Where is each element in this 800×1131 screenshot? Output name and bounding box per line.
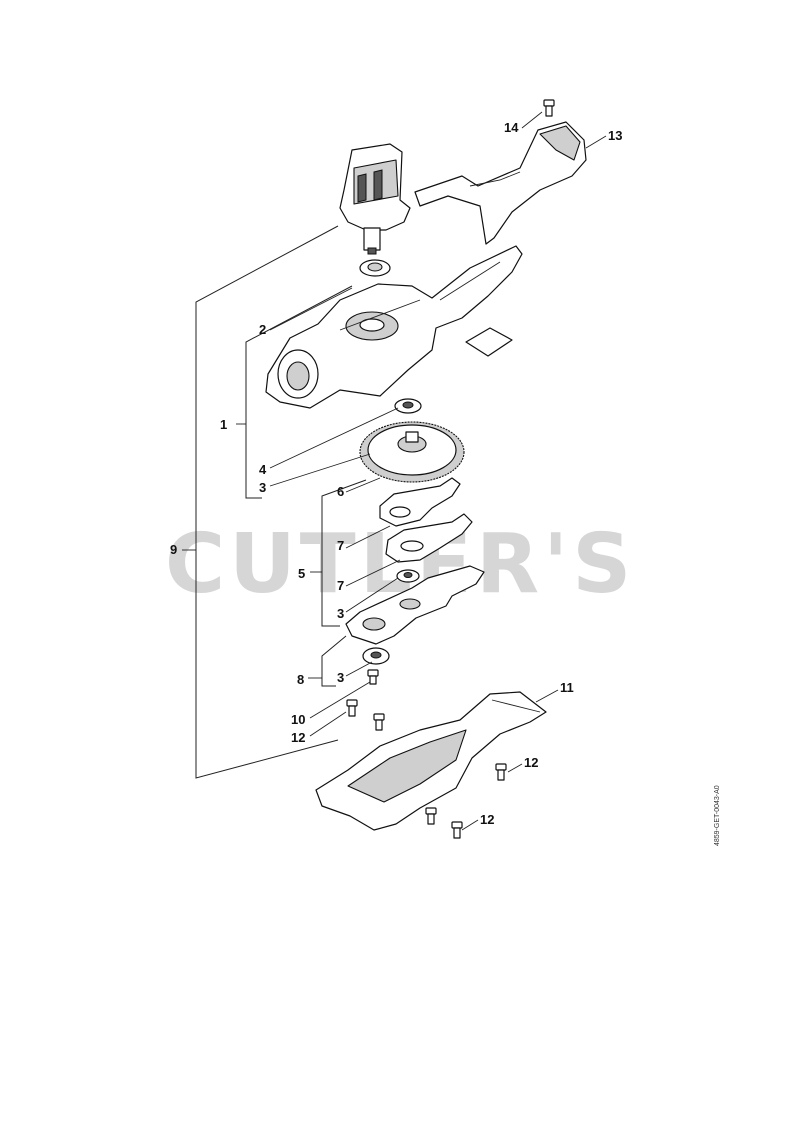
- motor-washer: [359, 259, 391, 277]
- callout-2: 2: [259, 322, 266, 337]
- callout-9: 9: [170, 542, 177, 557]
- bracket-1: [245, 285, 353, 499]
- callout-14: 14: [504, 120, 519, 135]
- callout-11: 11: [560, 680, 574, 695]
- callout-1: 1: [220, 417, 227, 432]
- part-11-bottom-cover: [315, 691, 547, 831]
- callout-5: 5: [298, 566, 305, 581]
- part-12-screw-e: [451, 821, 463, 839]
- callout-3a: 3: [259, 480, 266, 495]
- gasket-plate: [465, 327, 513, 357]
- part-3-bearing-middle: [396, 569, 420, 583]
- part-6-connecting-rod: [379, 477, 461, 527]
- callout-7a: 7: [337, 538, 344, 553]
- callout-13: 13: [608, 128, 622, 143]
- callout-7b: 7: [337, 578, 344, 593]
- motor-assembly: [339, 143, 411, 255]
- callout-4: 4: [259, 462, 267, 477]
- leader-lines: [182, 111, 607, 831]
- part-7-link-rod: [385, 513, 473, 563]
- part-4-bearing: [394, 398, 422, 414]
- callout-12c: 12: [480, 812, 494, 827]
- callout-3c: 3: [337, 670, 344, 685]
- part-12-screw-a: [346, 699, 358, 717]
- callout-3b: 3: [337, 606, 344, 621]
- callout-12a: 12: [291, 730, 305, 745]
- part-14-screw: [543, 99, 555, 117]
- part-8-mounting-plate: [345, 565, 485, 645]
- callout-12b: 12: [524, 755, 538, 770]
- part-12-screw-c: [495, 763, 507, 781]
- callout-8: 8: [297, 672, 304, 687]
- drawing-reference: 4859-GET-0043-A0: [714, 785, 721, 846]
- part-3-bearing-lower: [362, 647, 390, 665]
- callout-10: 10: [291, 712, 305, 727]
- callout-6: 6: [337, 484, 344, 499]
- part-10-screw: [367, 669, 379, 685]
- bracket-9: [195, 225, 339, 779]
- part-2-gear-housing: [265, 245, 523, 409]
- bracket-5: [321, 479, 367, 627]
- part-13-handle-cover: [414, 121, 587, 245]
- part-12-screw-b: [373, 713, 385, 731]
- gear-wheel: [359, 421, 465, 483]
- bracket-8: [321, 635, 347, 687]
- part-12-screw-d: [425, 807, 437, 825]
